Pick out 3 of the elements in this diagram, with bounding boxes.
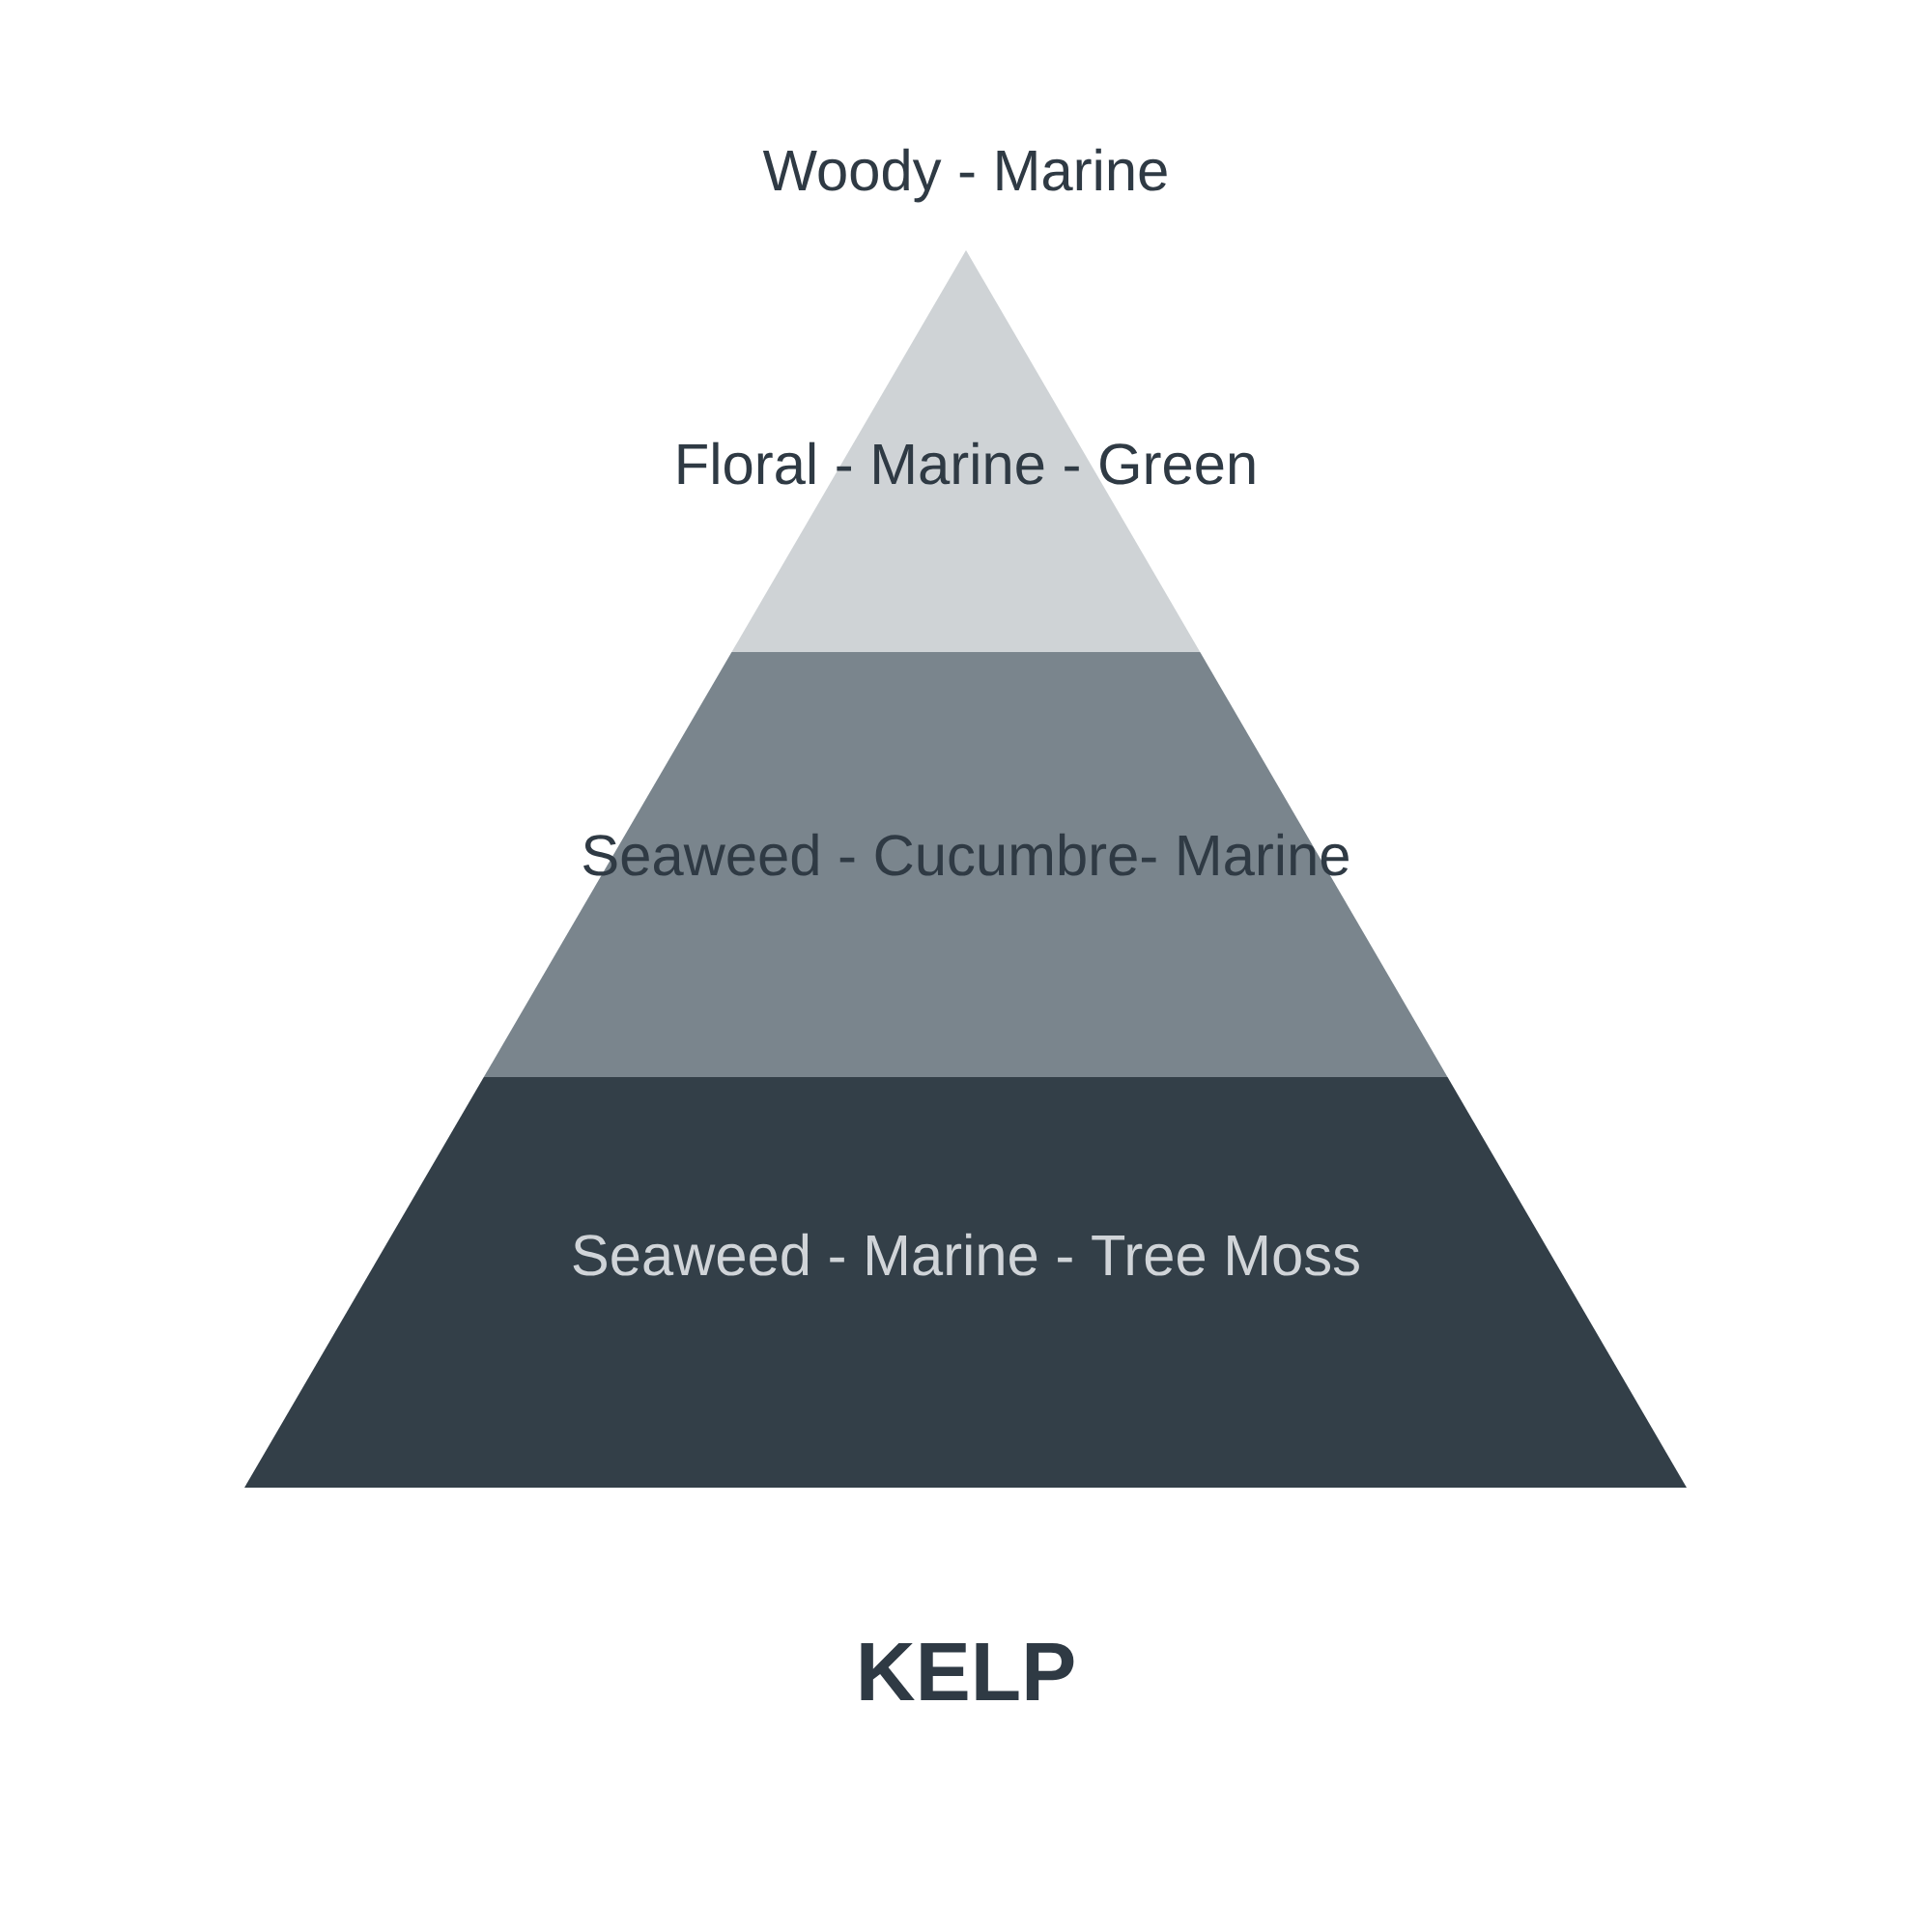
pyramid-band: Seaweed - Marine - Tree Moss: [244, 1077, 1687, 1488]
pyramid-band: Floral - Marine - Green: [678, 250, 1255, 652]
caption: KELP: [861, 1643, 1074, 1700]
